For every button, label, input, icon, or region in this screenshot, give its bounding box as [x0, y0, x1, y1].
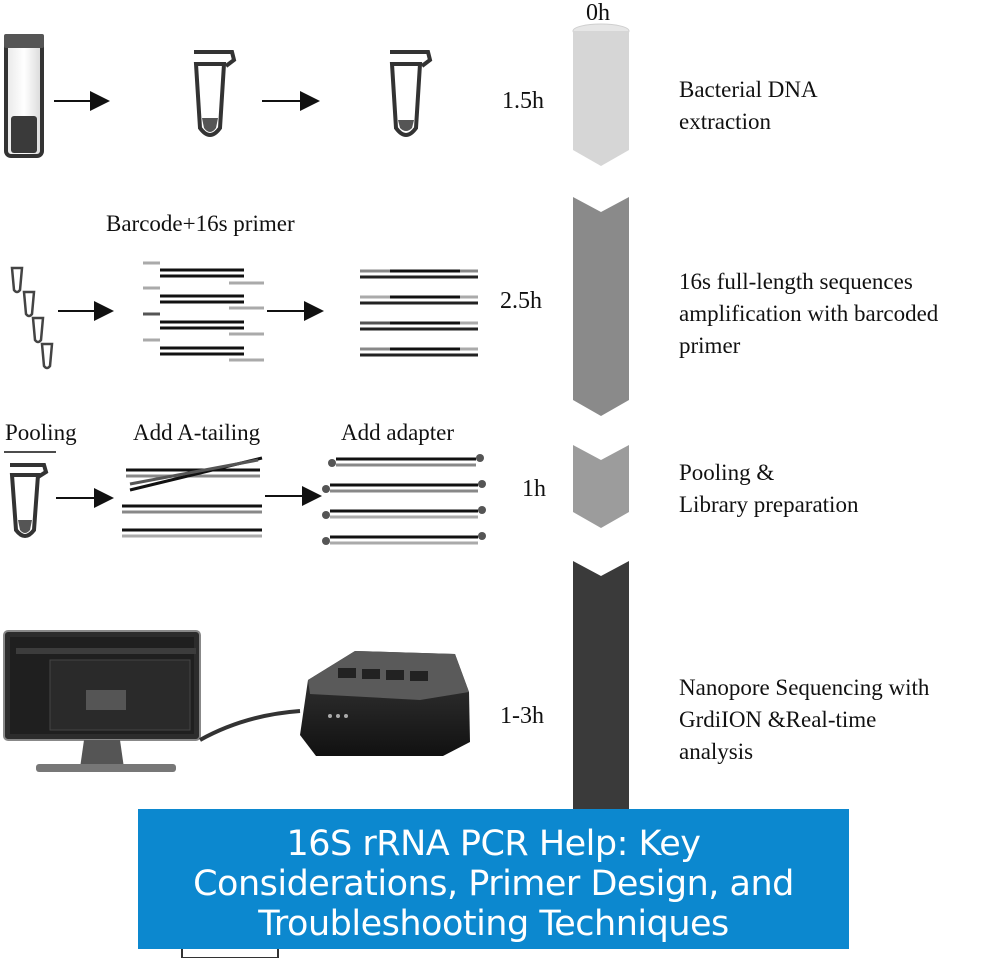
- timeline-start-label: 0h: [586, 0, 610, 26]
- timeline-segment-1: [573, 31, 629, 166]
- microtube-icon: [389, 50, 433, 137]
- step-description: Bacterial DNA extraction: [679, 77, 818, 134]
- vial-cap: [4, 34, 44, 48]
- cable: [199, 709, 301, 742]
- duration-label: 1.5h: [502, 88, 544, 114]
- title-banner: 16S rRNA PCR Help: Key Considerations, P…: [138, 809, 849, 949]
- a-tailed-strands: [122, 456, 263, 538]
- step-description: Pooling & Library preparation: [679, 460, 859, 517]
- a-tailing-label: Add A-tailing: [133, 420, 261, 445]
- pcr-illustration: [10, 261, 478, 370]
- extraction-illustration: [4, 34, 433, 158]
- amplicons: [360, 269, 478, 357]
- pooling-illustration: [4, 451, 486, 545]
- adapter-label: Add adapter: [341, 420, 455, 445]
- step-description: 16s full-length sequences amplification …: [679, 269, 939, 358]
- vial-sample: [11, 116, 37, 153]
- adapter-strands: [322, 454, 486, 545]
- gridion-device-icon: [300, 651, 470, 756]
- banner-title: 16S rRNA PCR Help: Key Considerations, P…: [193, 824, 794, 944]
- duration-label: 2.5h: [500, 288, 542, 314]
- microtube-icon: [9, 463, 49, 538]
- pooling-label: Pooling: [5, 420, 77, 445]
- small-tubes-icon: [10, 266, 54, 370]
- timeline: [572, 23, 630, 830]
- timeline-segment-2: [573, 197, 629, 416]
- timeline-segment-4: [573, 561, 629, 830]
- primer-strands: [143, 261, 264, 362]
- duration-label: 1h: [522, 476, 546, 502]
- monitor-icon: [3, 630, 201, 772]
- duration-label: 1-3h: [500, 703, 544, 729]
- sequencing-illustration: [3, 630, 470, 958]
- timeline-segment-3: [573, 445, 629, 528]
- step-description: Nanopore Sequencing with GrdiION &Real-t…: [679, 675, 930, 764]
- barcode-primer-label: Barcode+16s primer: [106, 211, 295, 236]
- microtube-icon: [193, 50, 237, 137]
